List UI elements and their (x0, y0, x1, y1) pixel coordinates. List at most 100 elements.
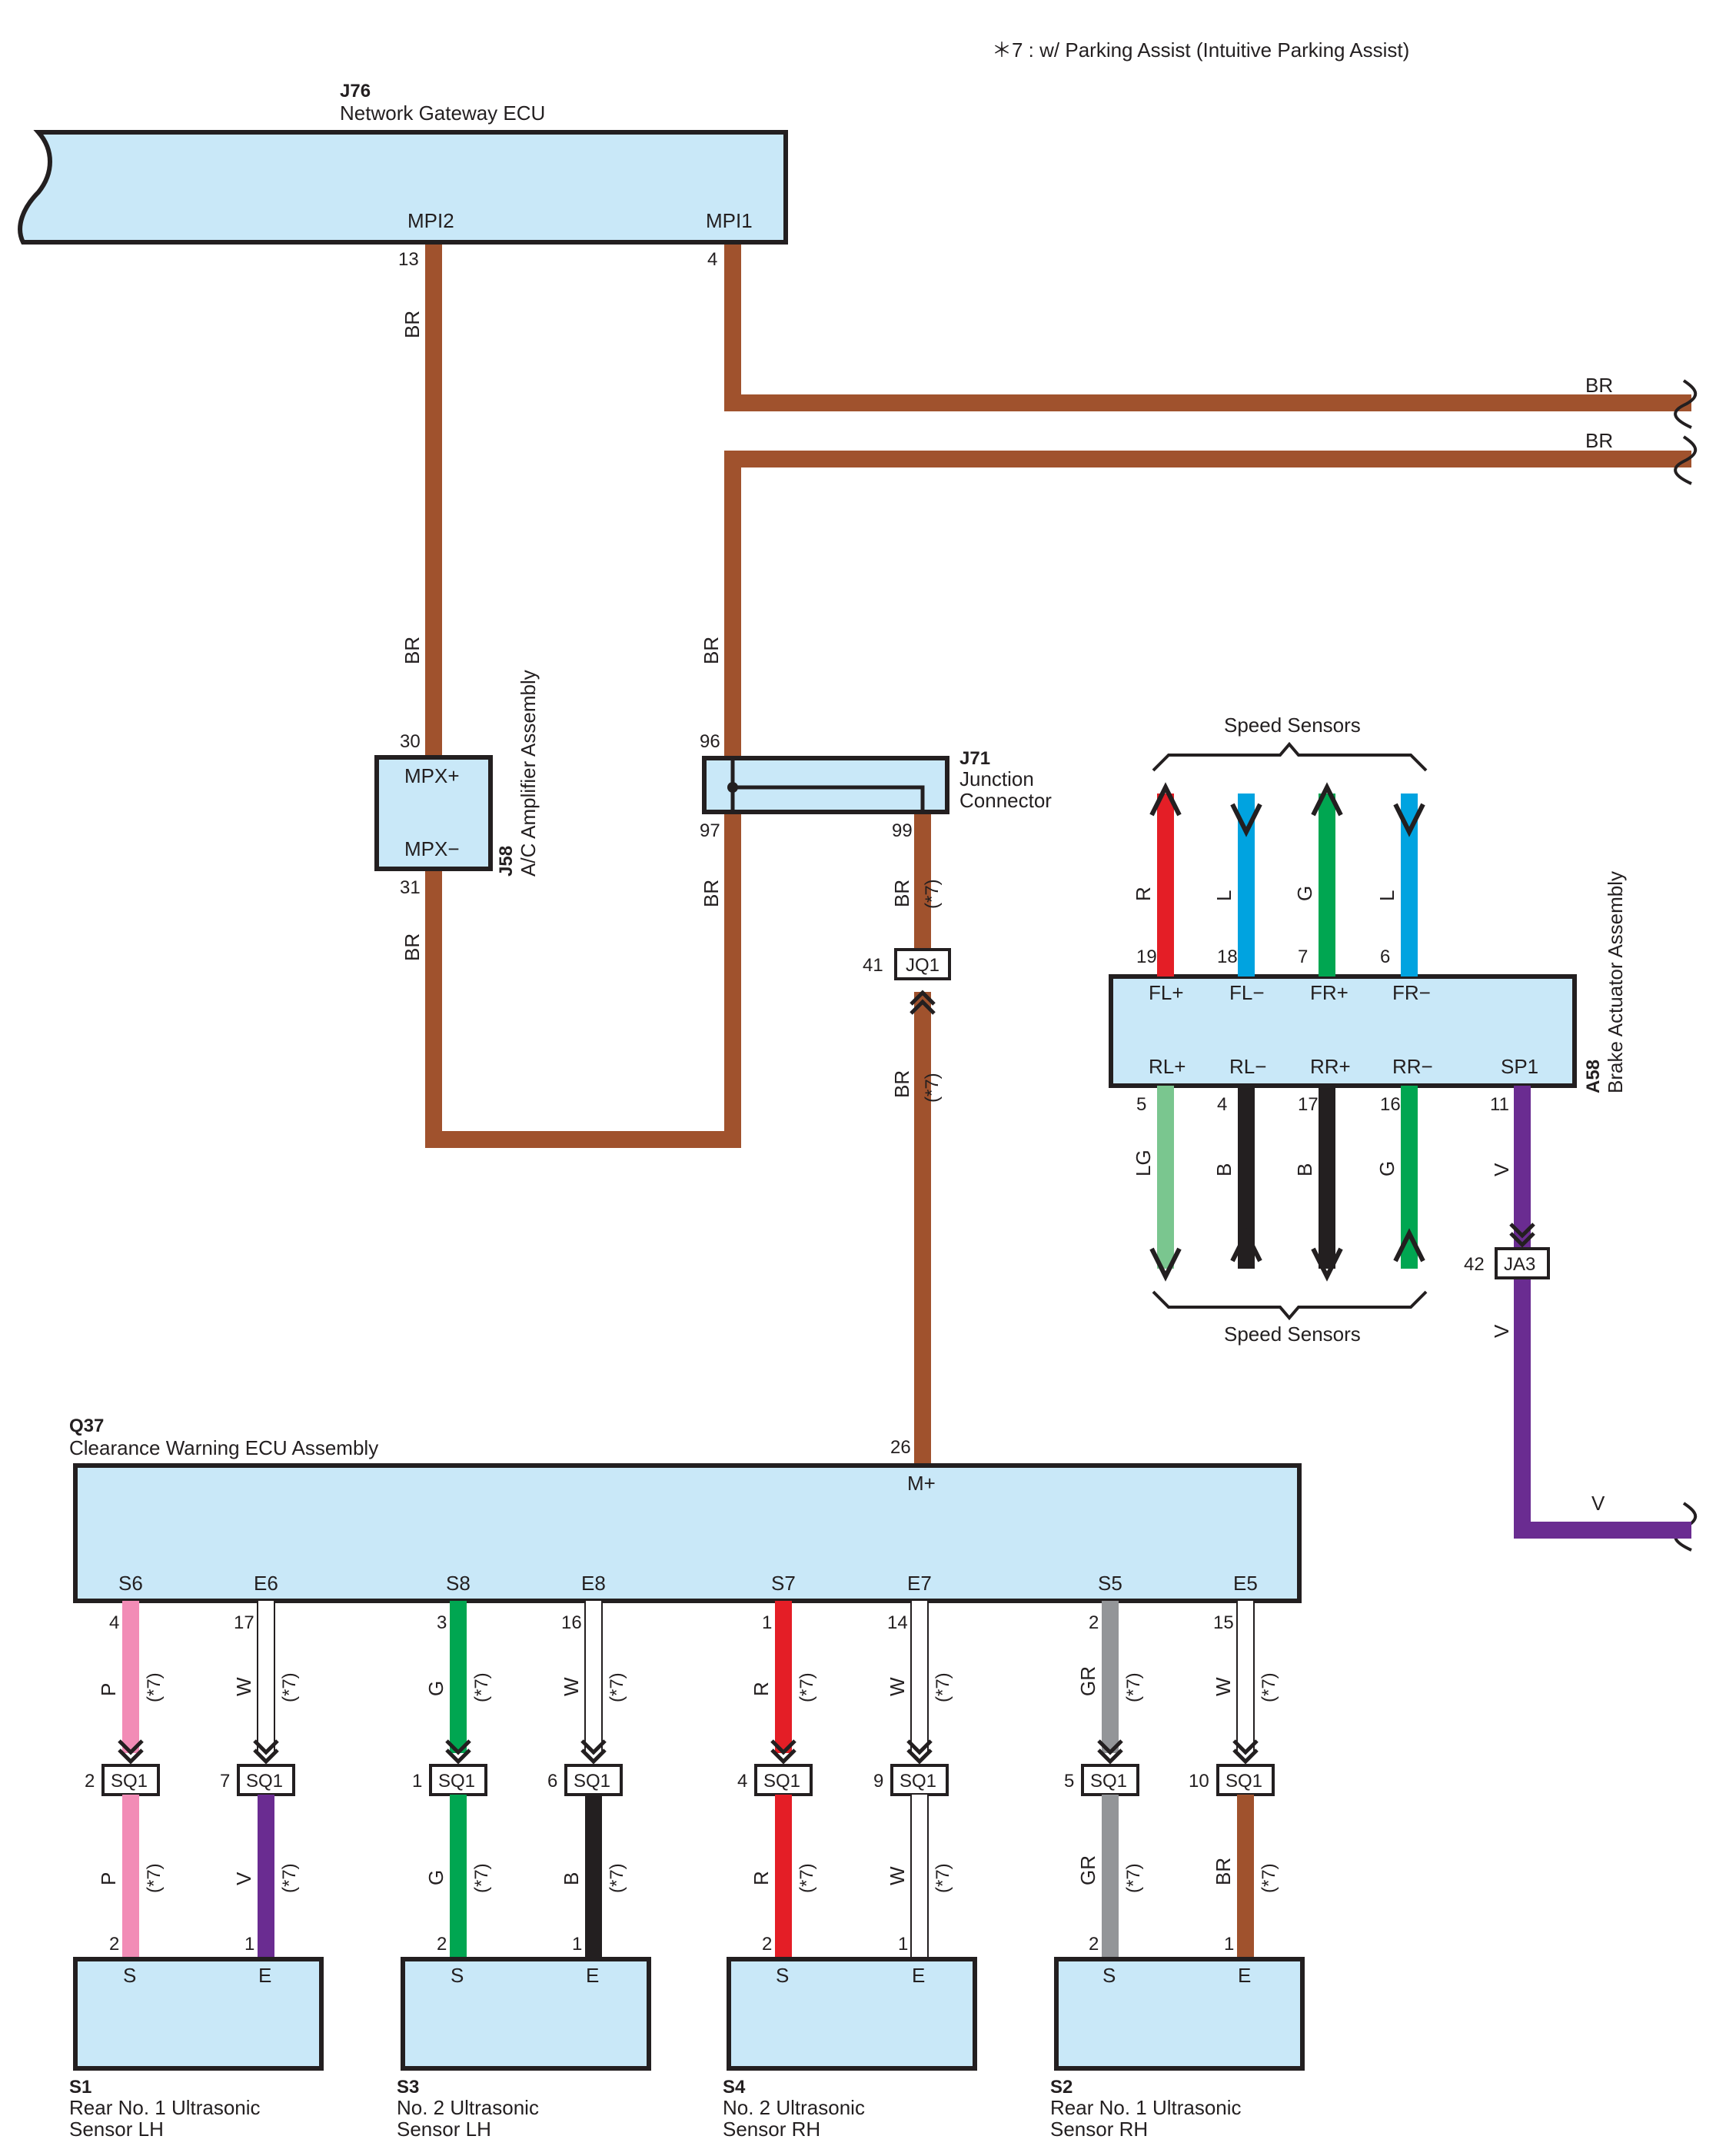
sensor-e-term: E (258, 1964, 271, 1987)
sq1-code: SQ1 (111, 1771, 148, 1792)
a58-top-pin: 7 (1298, 947, 1308, 967)
q37-name: Clearance Warning ECU Assembly (69, 1436, 378, 1459)
sq1-code: SQ1 (1090, 1771, 1127, 1792)
ja3-code: JA3 (1504, 1254, 1535, 1275)
a58-bottom-term: RR− (1392, 1055, 1433, 1078)
q37-wire-star7: (*7) (144, 1672, 165, 1702)
q37-subwire-label: BR (1212, 1858, 1235, 1885)
sq1-pin: 7 (220, 1771, 230, 1792)
sensor-code: S3 (397, 2077, 419, 2098)
wire-label-br: BR (700, 637, 723, 664)
q37-term: S8 (446, 1572, 471, 1595)
wire-label-br: BR (401, 933, 424, 961)
q37-wire-label: GR (1076, 1666, 1099, 1696)
sensor-s-term: S (123, 1964, 136, 1987)
speed-sensors-bottom: Speed Sensors (1224, 1323, 1361, 1346)
jq1-pin: 41 (863, 955, 883, 976)
q37-term: E6 (254, 1572, 278, 1595)
q37-pin: 17 (234, 1612, 254, 1633)
wire-breaks (1674, 379, 1697, 1552)
a58-bottom-term: RL− (1229, 1055, 1266, 1078)
j76-pin13: 13 (398, 249, 419, 270)
q37-pin: 2 (1089, 1612, 1099, 1633)
j76-mpi2: MPI2 (407, 209, 454, 232)
q37-wire-label: P (97, 1683, 120, 1696)
sensor-s-pin: 2 (762, 1934, 772, 1955)
a58-top-term: FL− (1229, 981, 1265, 1004)
ja3-pin: 42 (1464, 1254, 1485, 1275)
j58-mpxp: MPX+ (404, 764, 460, 787)
sensor-code: S1 (69, 2077, 91, 2098)
wire-label-br: BR (401, 637, 424, 664)
j71-pin99: 99 (892, 820, 913, 841)
sensor-s-term: S (776, 1964, 789, 1987)
wire-label-star7: (*7) (922, 879, 943, 909)
wire-label-v: V (1490, 1324, 1513, 1338)
q37-wire-star7: (*7) (1259, 1672, 1279, 1702)
q37-pin: 15 (1213, 1612, 1234, 1633)
j71-name2: Connector (959, 789, 1052, 812)
j58-name: A/C Amplifier Assembly (517, 670, 540, 877)
a58-bottom-pin: 17 (1298, 1094, 1319, 1115)
j76-network-gateway-ecu: J76 Network Gateway ECU MPI2 MPI1 13 4 (18, 81, 788, 270)
q37-wire-label: R (750, 1682, 773, 1696)
wire-label-br: BR (700, 880, 723, 907)
q37-wires: S64P(*7)SQ12P(*7)E617W(*7)SQ17V(*7)S83G(… (85, 1572, 1279, 1959)
q37-pin: 14 (887, 1612, 908, 1633)
a58-wires: R19FL+L18FL−G7FR+L6FR−LG5RL+B4RL−B17RR+G… (1132, 782, 1538, 1282)
a58-bottom-wire-label: B (1212, 1163, 1235, 1176)
j71-name1: Junction (959, 767, 1034, 790)
sensor-e-pin: 1 (244, 1934, 254, 1955)
a58-top-pin: 18 (1217, 947, 1238, 967)
a58-top-wire-label: L (1212, 890, 1235, 901)
q37-wire-label: W (560, 1677, 583, 1696)
jq1-code: JQ1 (906, 955, 939, 976)
j58-code: J58 (496, 846, 517, 877)
a58-top-wire-label: R (1132, 887, 1155, 901)
ja3-connector: JA3 42 V V V (1464, 1086, 1691, 1539)
q37-mplus: M+ (907, 1472, 936, 1495)
q37-wire-star7: (*7) (796, 1672, 817, 1702)
sq1-pin: 5 (1064, 1771, 1074, 1792)
j76-pin4: 4 (707, 249, 717, 270)
speed-sensors-top: Speed Sensors (1224, 714, 1361, 737)
q37-wire-star7: (*7) (1123, 1672, 1144, 1702)
q37-subwire-label: GR (1076, 1855, 1099, 1885)
arrow-out-icon (1311, 782, 1343, 817)
q37-subwire-label: W (886, 1866, 909, 1885)
a58-top-wire-label: G (1293, 886, 1316, 901)
q37-subwire-star7: (*7) (933, 1863, 953, 1893)
sensor-e-term: E (1238, 1964, 1251, 1987)
sensor-name-line2: Sensor RH (1050, 2118, 1148, 2141)
sensor-e-pin: 1 (898, 1934, 908, 1955)
a58-name: Brake Actuator Assembly (1604, 871, 1627, 1093)
sensor-box-s2 (1054, 1957, 1305, 2071)
sq1-code: SQ1 (900, 1771, 936, 1792)
wire-label-v: V (1490, 1163, 1513, 1176)
sensor-name-line1: No. 2 Ultrasonic (723, 2096, 865, 2119)
q37-subwire-star7: (*7) (471, 1863, 492, 1893)
q37-term: S5 (1098, 1572, 1122, 1595)
jq1-connector: JQ1 41 (863, 948, 951, 1015)
q37-subwire-label: V (232, 1872, 255, 1885)
arrow-in-icon (1393, 803, 1425, 837)
sq1-pin: 4 (737, 1771, 747, 1792)
q37-subwire-label: R (750, 1871, 773, 1885)
a58-bottom-wire-label: LG (1132, 1150, 1155, 1176)
sq1-connector (1081, 1764, 1139, 1796)
j58-pin30: 30 (400, 731, 421, 752)
a58-bottom-pin: 4 (1217, 1094, 1227, 1115)
q37-wire-star7: (*7) (933, 1672, 953, 1702)
a58-code: A58 (1583, 1060, 1604, 1093)
a58-bottom-wire-label: B (1293, 1163, 1316, 1176)
sq1-code: SQ1 (1225, 1771, 1262, 1792)
q37-wire-label: W (232, 1677, 255, 1696)
j71-pin96: 96 (700, 731, 720, 752)
arrow-out-icon (1149, 1247, 1182, 1282)
sensor-box-s4 (727, 1957, 977, 2071)
q37-term: S7 (771, 1572, 796, 1595)
wire-label-br: BR (1585, 374, 1613, 397)
sq1-code: SQ1 (438, 1771, 475, 1792)
